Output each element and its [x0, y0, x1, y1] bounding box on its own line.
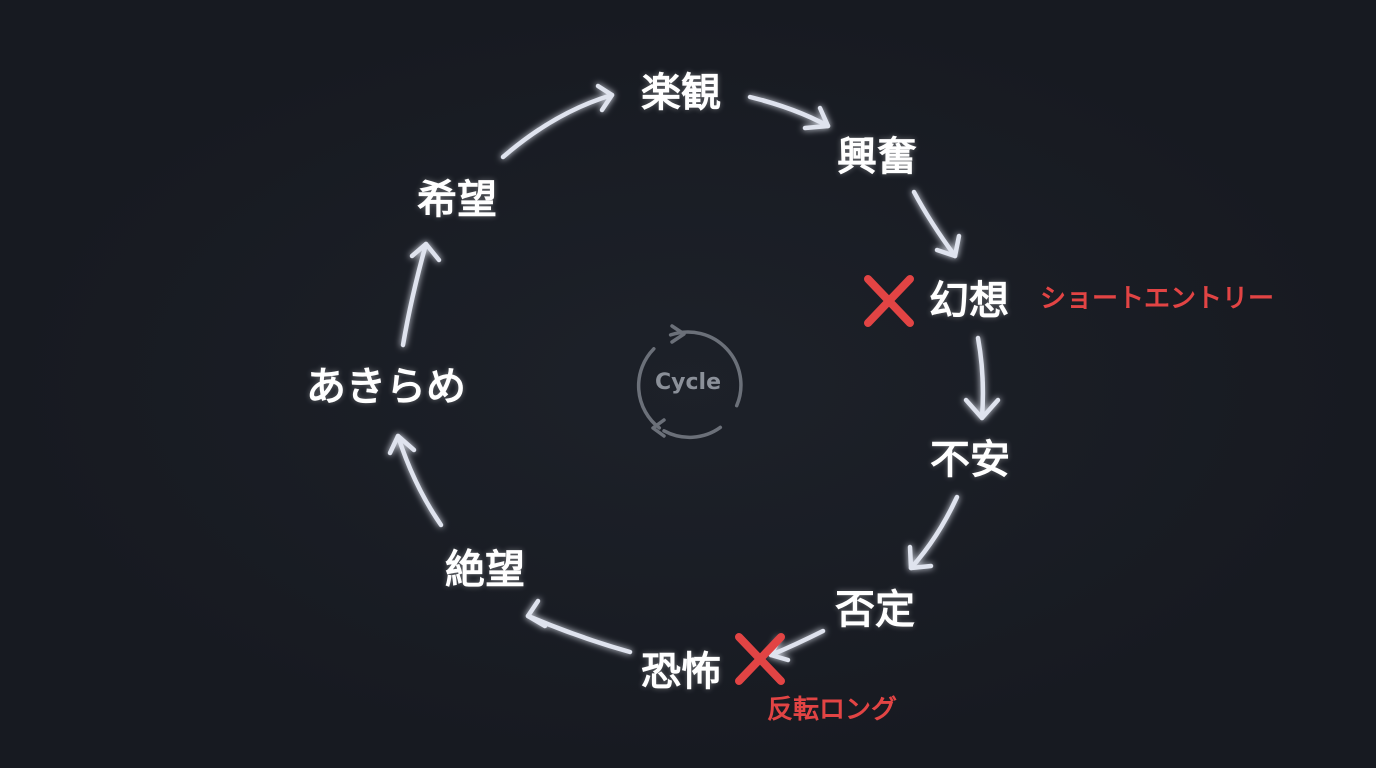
- stage-resignation: あきらめ: [306, 364, 466, 410]
- arrow-hope-to-optimism: [500, 83, 615, 160]
- arrow-despair-to-resignation: [387, 433, 444, 528]
- arrow-illusion-to-anxiety: [963, 335, 1001, 421]
- arrow-anxiety-to-denial: [907, 494, 960, 571]
- annotation-short-entry: ショートエントリー: [1040, 284, 1275, 314]
- stage-denial: 否定: [835, 587, 915, 633]
- arrow-excitement-to-illusion: [911, 189, 962, 259]
- stage-anxiety: 不安: [930, 437, 1010, 483]
- stage-fear: 恐怖: [641, 649, 721, 695]
- stage-hope: 希望: [417, 177, 497, 223]
- annotation-reversal-long: 反転ロング: [767, 695, 898, 725]
- cycle-icon: [636, 324, 743, 439]
- arrow-fear-to-despair: [525, 598, 633, 655]
- stage-despair: 絶望: [445, 547, 525, 593]
- arrow-resignation-to-hope: [400, 241, 442, 348]
- center-cycle-label: Cycle: [655, 370, 721, 395]
- stage-excitement: 興奮: [837, 134, 917, 180]
- arrow-optimism-to-excitement: [747, 94, 831, 131]
- cross-mark-icon: [864, 275, 914, 327]
- cross-mark-icon: [735, 633, 785, 685]
- stage-illusion: 幻想: [929, 278, 1009, 324]
- stage-optimism: 楽観: [641, 70, 721, 116]
